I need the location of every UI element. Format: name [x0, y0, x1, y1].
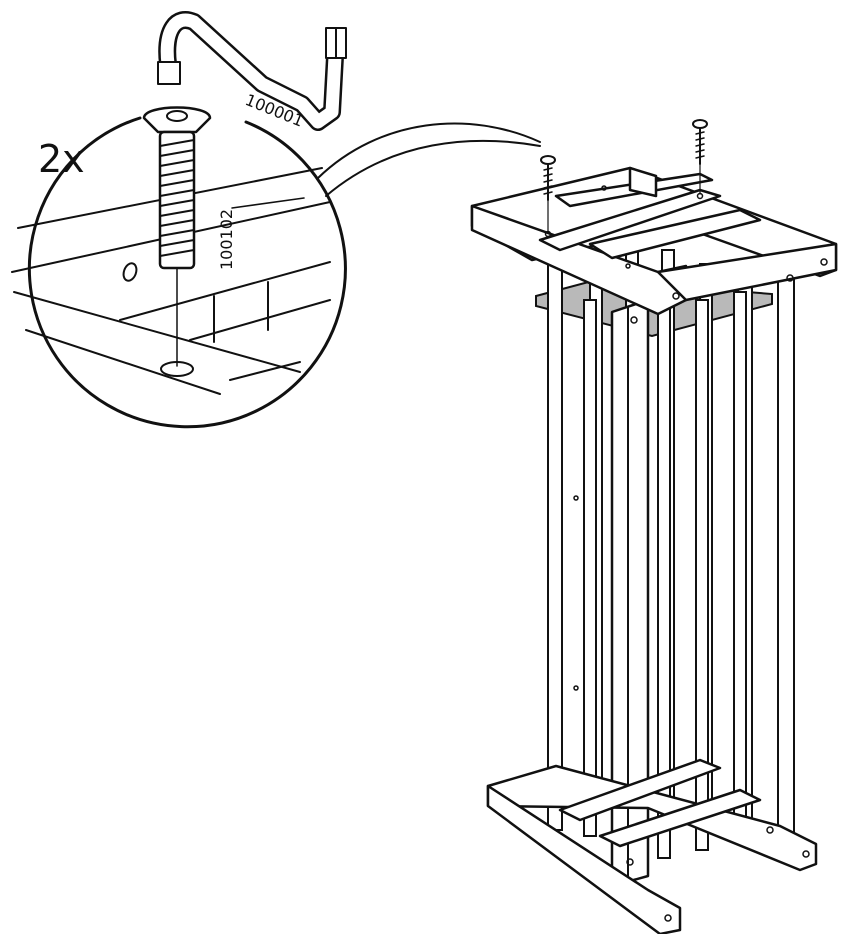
screw-part-number: 100102 — [217, 209, 236, 270]
quantity-label: 2x — [38, 137, 85, 181]
top-screw-right-icon — [692, 119, 708, 200]
detail-magnifier — [11, 116, 541, 429]
allen-key-icon — [157, 11, 347, 131]
frame-assembly — [470, 119, 838, 936]
screw-icon — [142, 106, 212, 270]
top-screw-left-icon — [540, 155, 556, 238]
